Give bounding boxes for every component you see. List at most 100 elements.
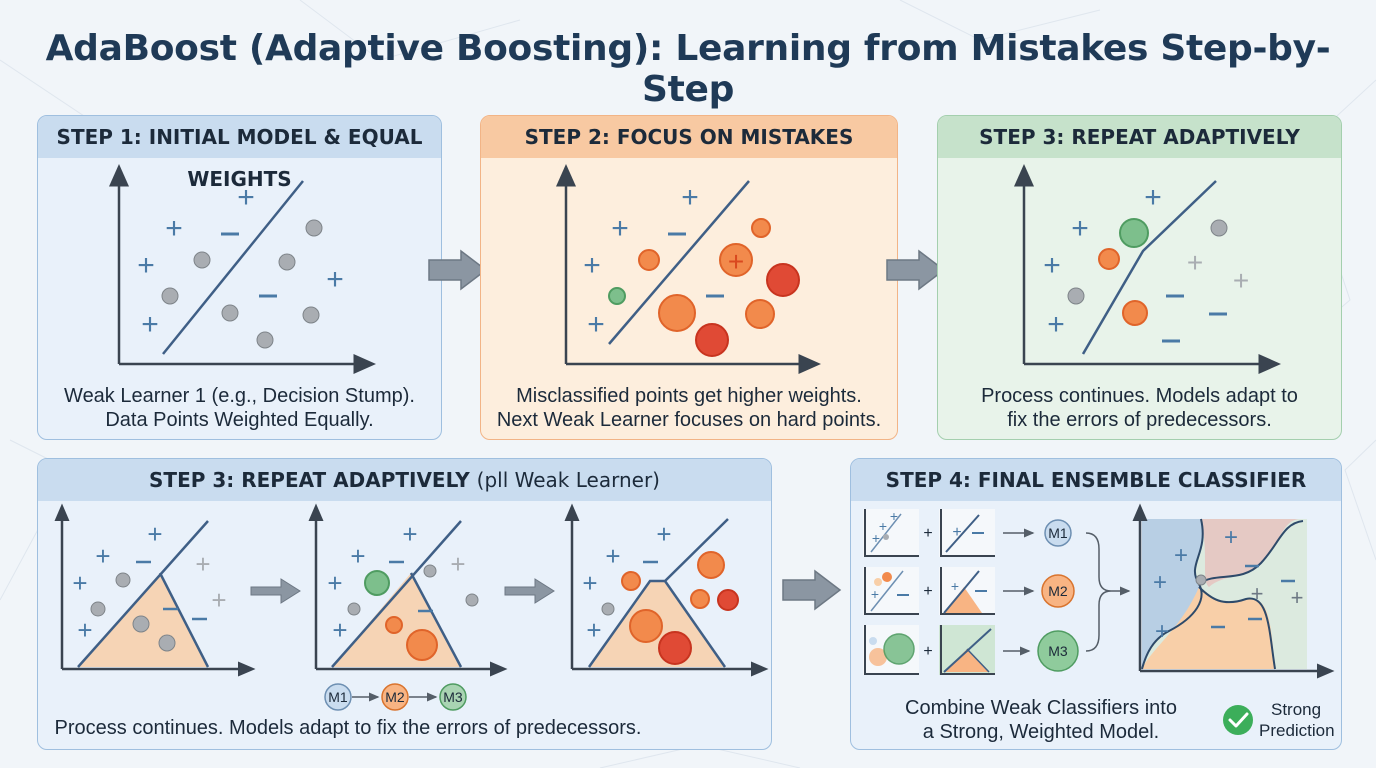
svg-text:+: + xyxy=(611,212,629,245)
arrow-right-icon xyxy=(428,249,488,291)
arrow-right-icon xyxy=(250,578,301,604)
svg-text:+: + xyxy=(890,508,898,524)
svg-text:+: + xyxy=(1043,249,1061,282)
model-label-m2: M2 xyxy=(385,689,405,705)
svg-text:+: + xyxy=(728,246,744,277)
svg-text:+: + xyxy=(605,541,620,571)
plus-points: + + + + + xyxy=(137,181,344,341)
iteration-plot-1: ++++ ++ xyxy=(54,503,256,677)
arrow-right-icon xyxy=(504,578,555,604)
svg-text:+: + xyxy=(211,585,226,615)
svg-text:+: + xyxy=(95,541,110,571)
svg-text:+: + xyxy=(951,578,959,594)
minus-points xyxy=(1162,294,1227,343)
step2-caption-line2: Next Weak Learner focuses on hard points… xyxy=(496,409,882,431)
step4-caption-line2: a Strong, Weighted Model. xyxy=(922,721,1160,743)
svg-text:+: + xyxy=(450,549,465,579)
step1-plot: + + + + + xyxy=(109,164,376,374)
svg-text:+: + xyxy=(1233,265,1249,296)
step3b-caption: Process continues. Models adapt to fix t… xyxy=(54,717,642,739)
ensemble-model-m1: M1 xyxy=(1048,525,1068,541)
svg-text:+: + xyxy=(402,519,417,549)
svg-text:+: + xyxy=(1153,569,1167,596)
svg-text:+: + xyxy=(1224,524,1238,551)
step3b-plots: + + + + + + + + + + + xyxy=(54,503,769,711)
step4-heading: STEP 4: FINAL ENSEMBLE CLASSIFIER xyxy=(851,459,1341,501)
step3-plot: ++++ ++ xyxy=(1014,164,1281,374)
badge-line1: Strong xyxy=(1271,700,1322,719)
svg-text:+: + xyxy=(1174,542,1188,569)
svg-text:+: + xyxy=(923,643,932,660)
arrow-right-icon xyxy=(886,249,946,291)
svg-text:+: + xyxy=(1144,181,1162,214)
step2-caption-line1: Misclassified points get higher weights. xyxy=(516,385,862,407)
combine-bracket xyxy=(1085,532,1112,652)
svg-text:+: + xyxy=(952,524,961,541)
weighted-points: + xyxy=(608,218,800,357)
svg-text:+: + xyxy=(1291,585,1304,610)
step3b-heading: STEP 3: REPEAT ADAPTIVELY (pll Weak Lear… xyxy=(38,459,771,501)
svg-text:+: + xyxy=(72,568,87,598)
svg-text:+: + xyxy=(77,615,92,645)
svg-text:+: + xyxy=(871,586,879,602)
iteration-plot-2: + + + + + xyxy=(308,503,508,677)
svg-text:+: + xyxy=(237,181,255,214)
badge-line2: Prediction xyxy=(1259,721,1335,740)
step1-caption-line1: Weak Learner 1 (e.g., Decision Stump). xyxy=(64,385,415,407)
svg-text:+: + xyxy=(923,583,932,600)
step2-heading: STEP 2: FOCUS ON MISTAKES xyxy=(481,116,897,158)
step3-caption-line2: fix the errors of predecessors. xyxy=(1007,409,1272,431)
svg-text:+: + xyxy=(1071,212,1089,245)
strong-prediction-label: Strong Prediction xyxy=(1259,699,1335,741)
step4-diagram: + + + + + M1 + + + xyxy=(863,503,1335,735)
step4-panel: STEP 4: FINAL ENSEMBLE CLASSIFIER +++ + … xyxy=(850,458,1342,750)
step3-panel: STEP 3: REPEAT ADAPTIVELY ++++ ++ Proces… xyxy=(937,115,1342,440)
arrow-right-icon xyxy=(782,569,842,611)
gray-plus-points: ++ xyxy=(1187,247,1249,296)
check-circle-icon xyxy=(1223,705,1253,735)
svg-text:+: + xyxy=(1155,618,1169,645)
step1-caption-line2: Data Points Weighted Equally. xyxy=(105,409,374,431)
ensemble-row-2: + + + M2 xyxy=(863,567,1075,615)
svg-text:+: + xyxy=(586,615,601,645)
model-label-m3: M3 xyxy=(443,689,463,705)
svg-text:+: + xyxy=(587,308,605,341)
page-title: AdaBoost (Adaptive Boosting): Learning f… xyxy=(45,28,1331,110)
model-label-m1: M1 xyxy=(328,689,348,705)
svg-text:+: + xyxy=(1187,247,1203,278)
plus-points: ++++ xyxy=(583,181,699,341)
step3-caption-line1: Process continues. Models adapt to xyxy=(981,385,1298,407)
svg-text:+: + xyxy=(681,181,699,214)
svg-text:+: + xyxy=(1047,308,1065,341)
ensemble-row-1: +++ + + M1 xyxy=(863,508,1072,557)
final-classifier-plot: + + + + + + xyxy=(1132,503,1335,679)
svg-text:+: + xyxy=(923,525,932,542)
step4-caption-line1: Combine Weak Classifiers into xyxy=(905,697,1177,719)
svg-text:+: + xyxy=(327,568,342,598)
svg-text:+: + xyxy=(656,519,671,549)
ensemble-row-3: + M3 xyxy=(863,625,1079,675)
neutral-points xyxy=(161,219,323,349)
step1-panel: STEP 1: INITIAL MODEL & EQUAL WEIGHTS ++… xyxy=(37,115,442,440)
svg-text:+: + xyxy=(141,308,159,341)
step3-heading: STEP 3: REPEAT ADAPTIVELY xyxy=(938,116,1341,158)
plus-points: + + + + xyxy=(1043,181,1162,341)
step3b-panel: STEP 3: REPEAT ADAPTIVELY (pll Weak Lear… xyxy=(37,458,772,750)
svg-text:+: + xyxy=(332,615,347,645)
minus-points xyxy=(221,232,277,298)
svg-text:+: + xyxy=(326,263,344,296)
svg-text:+: + xyxy=(872,530,880,546)
decision-boundary xyxy=(162,180,304,355)
svg-text:+: + xyxy=(165,212,183,245)
svg-text:+: + xyxy=(147,519,162,549)
svg-text:+: + xyxy=(350,541,365,571)
step1-heading: STEP 1: INITIAL MODEL & EQUAL WEIGHTS xyxy=(38,116,441,191)
step3b-heading-title: STEP 3: REPEAT ADAPTIVELY xyxy=(149,468,470,492)
iteration-plot-3: ++++ xyxy=(564,503,769,677)
svg-text:+: + xyxy=(1251,581,1264,606)
step3b-heading-suffix: (pll Weak Learner) xyxy=(476,468,660,492)
svg-text:+: + xyxy=(137,249,155,282)
model-chain: M1 M2 M3 xyxy=(324,683,467,711)
weighted-points xyxy=(1067,218,1228,326)
step2-panel: STEP 2: FOCUS ON MISTAKES ++++ + Misclas… xyxy=(480,115,898,440)
